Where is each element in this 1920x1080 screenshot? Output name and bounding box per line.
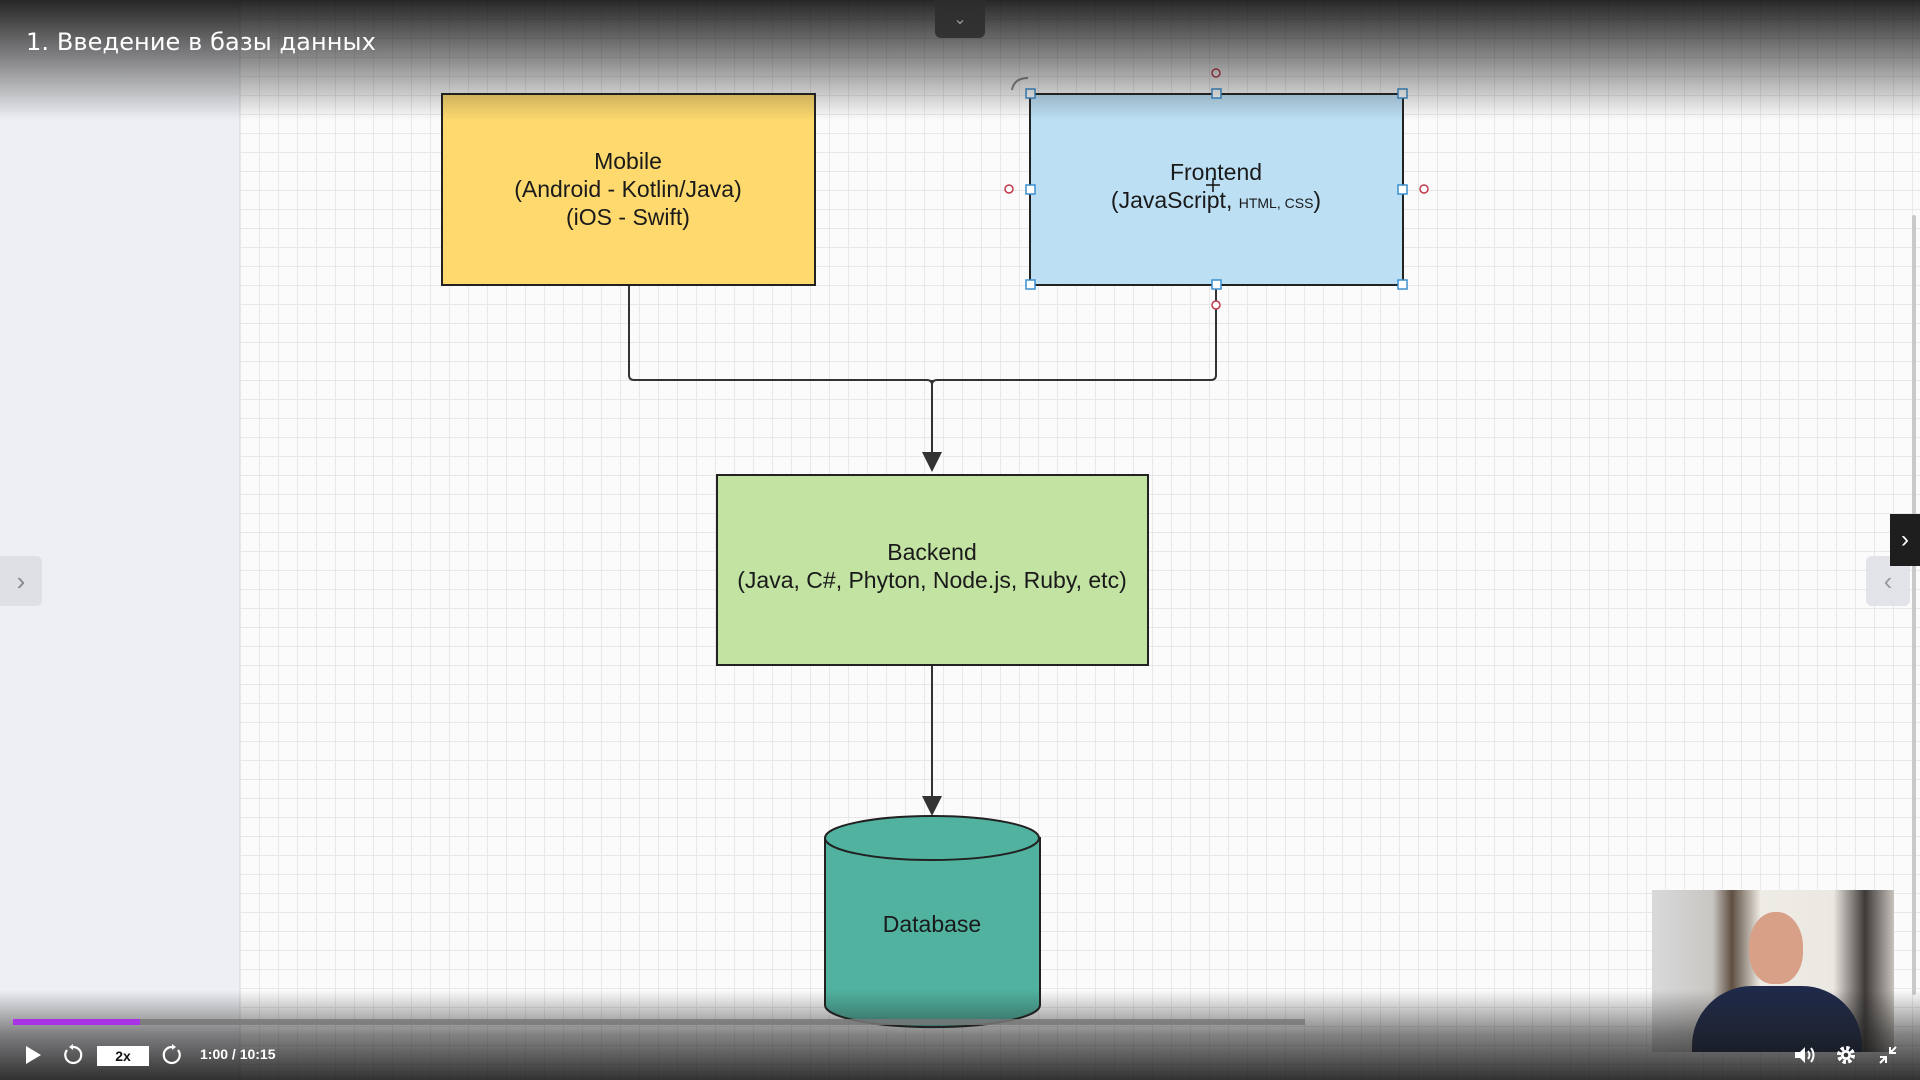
left-panel — [0, 0, 240, 1080]
database-top — [824, 815, 1040, 861]
play-button[interactable] — [18, 1030, 48, 1080]
chevron-down-icon: ⌄ — [953, 11, 967, 28]
forward-icon — [162, 1044, 181, 1065]
backend-box-shape — [716, 474, 1149, 666]
volume-button[interactable] — [1790, 1030, 1820, 1080]
chevron-right-icon: › — [16, 565, 26, 596]
move-cursor-icon — [1206, 178, 1220, 192]
connector-frontend — [931, 286, 1217, 386]
chevron-left-icon: ‹ — [1883, 565, 1893, 596]
progress-bar[interactable] — [13, 1019, 1305, 1025]
collapse-tab[interactable]: ⌄ — [935, 0, 985, 38]
progress-bar-fill — [13, 1019, 140, 1025]
rewind-icon — [64, 1044, 83, 1065]
mobile-box-shape — [441, 93, 816, 286]
frontend-label-line1: Frontend — [1170, 159, 1262, 185]
speed-selector[interactable]: 2x — [97, 1046, 149, 1066]
play-icon — [26, 1046, 41, 1064]
exit-fullscreen-icon — [1879, 1046, 1897, 1064]
mobile-label-line1: Mobile — [594, 148, 662, 174]
timecode: 1:00 / 10:15 — [200, 1046, 276, 1062]
mobile-label-line2: (Android - Kotlin/Java) — [514, 176, 742, 202]
rewind-button[interactable] — [58, 1030, 88, 1080]
backend-box[interactable]: Backend (Java, C#, Phyton, Node.js, Ruby… — [716, 474, 1149, 666]
frontend-label-html-css: HTML, CSS — [1239, 195, 1314, 211]
frontend-label-js: (JavaScript, — [1111, 187, 1239, 213]
fullscreen-button[interactable] — [1873, 1030, 1903, 1080]
chevron-right-icon: › — [1901, 526, 1909, 553]
backend-label-line2: (Java, C#, Phyton, Node.js, Ruby, etc) — [737, 567, 1126, 593]
forward-button[interactable] — [157, 1030, 187, 1080]
database-label: Database — [883, 911, 981, 937]
backend-label-line1: Backend — [887, 539, 977, 565]
lesson-title: 1. Введение в базы данных — [26, 28, 376, 56]
next-lesson-button[interactable]: › — [1890, 514, 1920, 566]
mobile-box[interactable]: Mobile (Android - Kotlin/Java) (iOS - Sw… — [441, 93, 816, 286]
mobile-label-line3: (iOS - Swift) — [566, 204, 690, 230]
open-sidebar-button[interactable]: › — [0, 556, 42, 606]
presenter-head — [1749, 912, 1803, 984]
bottom-overlay — [0, 990, 1920, 1080]
frontend-label-line2: (JavaScript, HTML, CSS) — [1111, 187, 1321, 213]
vertical-scrollbar[interactable] — [1912, 215, 1916, 995]
player-controls: 2x 1:00 / 10:15 — [0, 1030, 1920, 1080]
frontend-box-shape — [1029, 93, 1404, 286]
frontend-label-close: ) — [1313, 187, 1321, 213]
database-cylinder[interactable]: Database — [824, 815, 1041, 1029]
connection-points[interactable] — [1004, 68, 1429, 310]
connector-mobile — [628, 286, 933, 386]
gear-icon — [1837, 1046, 1855, 1064]
settings-button[interactable] — [1831, 1030, 1861, 1080]
frontend-box[interactable]: Frontend (JavaScript, HTML, CSS) — [1004, 68, 1429, 310]
volume-icon — [1795, 1047, 1815, 1063]
